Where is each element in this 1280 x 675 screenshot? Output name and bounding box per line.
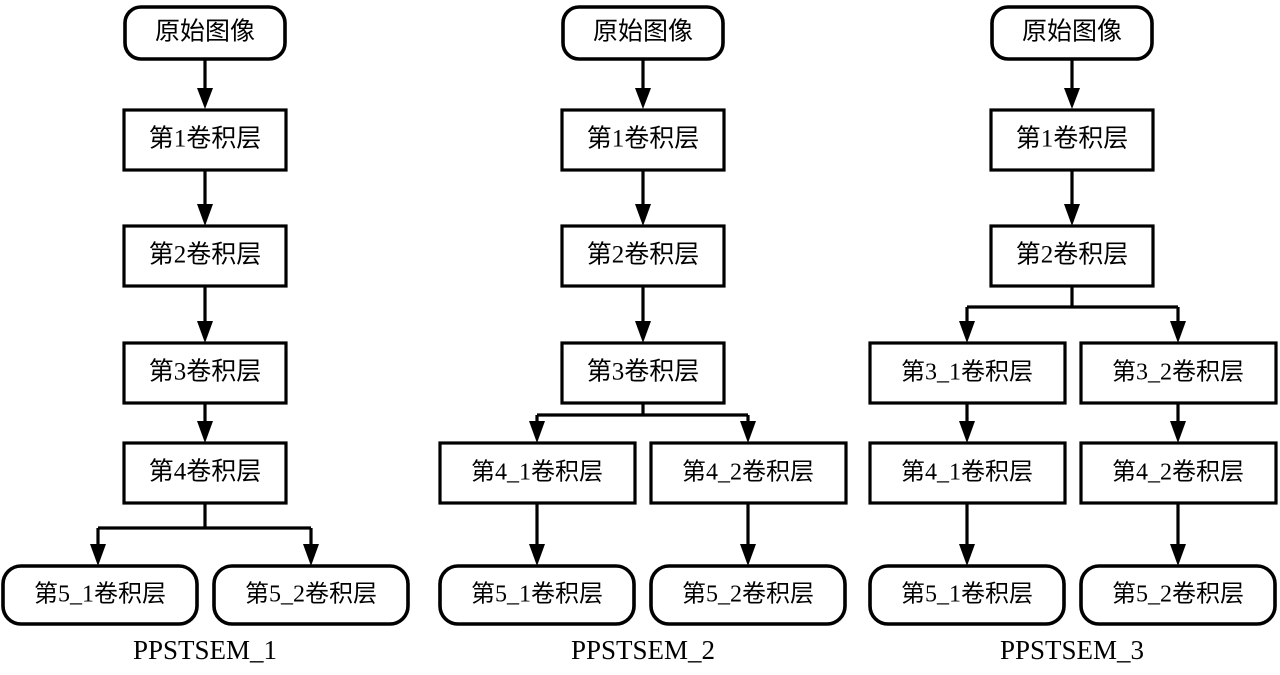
arrowhead-c1-conv4-conv5-2 <box>303 544 319 566</box>
node-c1-conv2-label: 第2卷积层 <box>149 241 262 269</box>
node-c2-conv5-1-label: 第5_1卷积层 <box>471 581 603 608</box>
arrowhead-c1-conv1-conv2 <box>197 204 213 226</box>
arrowhead-c3-conv3-2-conv4-2 <box>1170 421 1186 443</box>
node-c2-conv4-2-label: 第4_2卷积层 <box>682 459 814 486</box>
node-c1-conv5-2[interactable] <box>212 564 410 626</box>
node-c2-conv5-2-label: 第5_2卷积层 <box>682 581 814 608</box>
node-c2-conv5-2[interactable] <box>649 564 847 626</box>
column-ppstsem-2: 原始图像 第1卷积层 第2卷积层 第3卷积层 第4_1卷积层 <box>438 5 848 665</box>
node-c2-conv1-label: 第1卷积层 <box>587 125 700 153</box>
arrowhead-c3-conv4-1-conv5-1 <box>959 544 975 566</box>
edge-c3-conv2-split <box>965 286 1180 330</box>
node-c2-conv1[interactable] <box>560 108 726 172</box>
arrowhead-c1-conv2-conv3 <box>197 321 213 343</box>
arrowhead-c2-conv4-1-conv5-1 <box>529 544 545 566</box>
node-c1-input-label: 原始图像 <box>155 18 255 46</box>
arrowhead-c2-conv2-conv3 <box>635 321 651 343</box>
column-ppstsem-1: 原始图像 第1卷积层 第2卷积层 第3卷积层 第4卷积层 <box>1 5 410 665</box>
node-c3-conv3-2-label: 第3_2卷积层 <box>1112 359 1244 386</box>
column-ppstsem-3: 原始图像 第1卷积层 第2卷积层 第3_1卷积层 第3_2卷积层 <box>868 5 1278 665</box>
arrowhead-c1-conv3-conv4 <box>197 421 213 443</box>
node-c1-conv3[interactable] <box>122 341 288 405</box>
node-c1-conv4-label: 第4卷积层 <box>149 458 262 486</box>
node-c3-conv1[interactable] <box>989 108 1155 172</box>
arrowhead-c2-conv1-conv2 <box>635 204 651 226</box>
node-c1-conv5-1[interactable] <box>1 564 199 626</box>
node-c1-conv1-label: 第1卷积层 <box>149 125 262 153</box>
edge-c1-conv4-split <box>96 503 313 553</box>
node-c1-conv5-1-label: 第5_1卷积层 <box>34 581 166 608</box>
node-c3-conv3-1[interactable] <box>868 341 1067 405</box>
node-c3-conv5-1[interactable] <box>868 564 1066 626</box>
node-c3-conv2-label: 第2卷积层 <box>1016 241 1129 269</box>
node-c3-conv5-1-label: 第5_1卷积层 <box>901 581 1033 608</box>
arrowhead-c3-conv1-conv2 <box>1064 204 1080 226</box>
arrowhead-c2-input-conv1 <box>635 88 651 109</box>
node-c3-conv3-1-label: 第3_1卷积层 <box>901 359 1033 386</box>
caption-ppstsem-2: PPSTSEM_2 <box>571 635 715 665</box>
node-c2-conv3[interactable] <box>560 341 726 405</box>
arrowhead-c2-conv3-conv4-2 <box>740 421 756 443</box>
caption-ppstsem-1: PPSTSEM_1 <box>133 635 277 665</box>
arrowhead-c3-conv4-2-conv5-2 <box>1170 544 1186 566</box>
arrowhead-c3-conv2-conv3-2 <box>1170 321 1186 343</box>
node-c2-input-label: 原始图像 <box>593 18 693 46</box>
arrowhead-c3-conv3-1-conv4-1 <box>959 421 975 443</box>
node-c3-conv2[interactable] <box>989 224 1155 288</box>
node-c3-conv4-2-label: 第4_2卷积层 <box>1112 459 1244 486</box>
arrowhead-c3-conv2-conv3-1 <box>959 321 975 343</box>
node-c2-conv4-2[interactable] <box>649 441 848 505</box>
node-c2-conv5-1[interactable] <box>438 564 636 626</box>
arrowhead-c2-conv4-2-conv5-2 <box>740 544 756 566</box>
caption-ppstsem-3: PPSTSEM_3 <box>1000 635 1144 665</box>
node-c2-conv4-1-label: 第4_1卷积层 <box>471 459 603 486</box>
node-c1-conv5-2-label: 第5_2卷积层 <box>245 581 377 608</box>
node-c3-input-label: 原始图像 <box>1022 18 1122 46</box>
node-c3-conv5-2-label: 第5_2卷积层 <box>1112 581 1244 608</box>
arrowhead-c3-input-conv1 <box>1064 88 1080 109</box>
arrowhead-c1-conv4-conv5-1 <box>90 544 106 566</box>
node-c2-conv2-label: 第2卷积层 <box>587 241 700 269</box>
node-c2-conv2[interactable] <box>560 224 726 288</box>
arrowhead-c2-conv3-conv4-1 <box>529 421 545 443</box>
node-c1-conv3-label: 第3卷积层 <box>149 358 262 386</box>
node-c3-conv4-2[interactable] <box>1079 441 1278 505</box>
node-c3-conv4-1-label: 第4_1卷积层 <box>901 459 1033 486</box>
node-c3-conv4-1[interactable] <box>868 441 1067 505</box>
node-c1-conv1[interactable] <box>122 108 288 172</box>
node-c3-conv5-2[interactable] <box>1079 564 1277 626</box>
edge-c2-conv3-split <box>535 403 750 430</box>
node-c3-conv3-2[interactable] <box>1079 341 1278 405</box>
node-c3-conv1-label: 第1卷积层 <box>1016 125 1129 153</box>
node-c2-conv3-label: 第3卷积层 <box>587 358 700 386</box>
arrowhead-c1-input-conv1 <box>197 88 213 109</box>
